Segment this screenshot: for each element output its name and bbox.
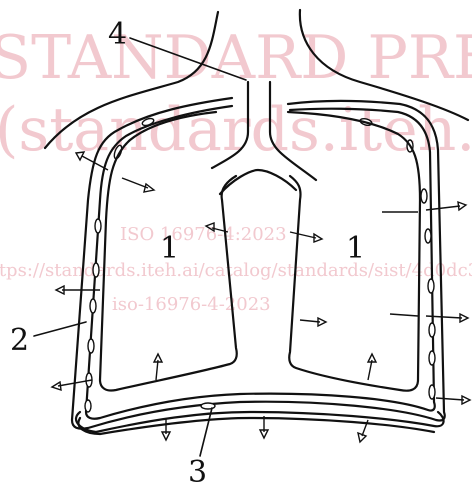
arrow xyxy=(290,232,316,238)
pleura-cell xyxy=(90,299,96,313)
watermark-line-1: STANDARD PREVIEW xyxy=(0,23,472,93)
arrow xyxy=(390,314,418,316)
label-chest-wall: 2 xyxy=(10,323,29,358)
watermark: STANDARD PREVIEW (standards.iteh.ai) ISO… xyxy=(0,23,472,315)
label-trachea: 4 xyxy=(108,17,127,52)
watermark-line-5: iso-16976-4-2023 xyxy=(112,294,271,315)
arrow xyxy=(426,316,462,318)
watermark-line-4: https://standards.iteh.ai/catalog/standa… xyxy=(0,260,472,281)
carina xyxy=(220,170,296,194)
arrow xyxy=(122,178,148,188)
label-lung-right: 1 xyxy=(346,231,365,266)
arrow xyxy=(436,398,464,400)
pleura-cell xyxy=(428,279,434,293)
arrow xyxy=(300,320,320,322)
pleura-cell xyxy=(425,229,431,243)
arrow xyxy=(368,360,372,380)
label-lung-left: 1 xyxy=(160,231,179,266)
arrowhead xyxy=(144,184,154,192)
pleura-cell xyxy=(93,263,99,277)
arrow xyxy=(156,360,158,380)
pleura-cell xyxy=(429,385,435,399)
pleura-cell xyxy=(95,219,101,233)
label-diaphragm: 3 xyxy=(188,455,207,488)
pleura-cell xyxy=(421,189,427,203)
pleura-cell xyxy=(429,351,435,365)
pleura-cell xyxy=(85,400,91,412)
diaphragm-cell xyxy=(201,403,215,409)
diaphragm-lower xyxy=(78,418,434,434)
pleura-cell xyxy=(429,323,435,337)
arrowhead xyxy=(358,433,366,442)
arrowhead xyxy=(458,202,466,210)
pleura-cell xyxy=(88,339,94,353)
watermark-line-3: ISO 16976-4:2023 xyxy=(120,224,287,245)
